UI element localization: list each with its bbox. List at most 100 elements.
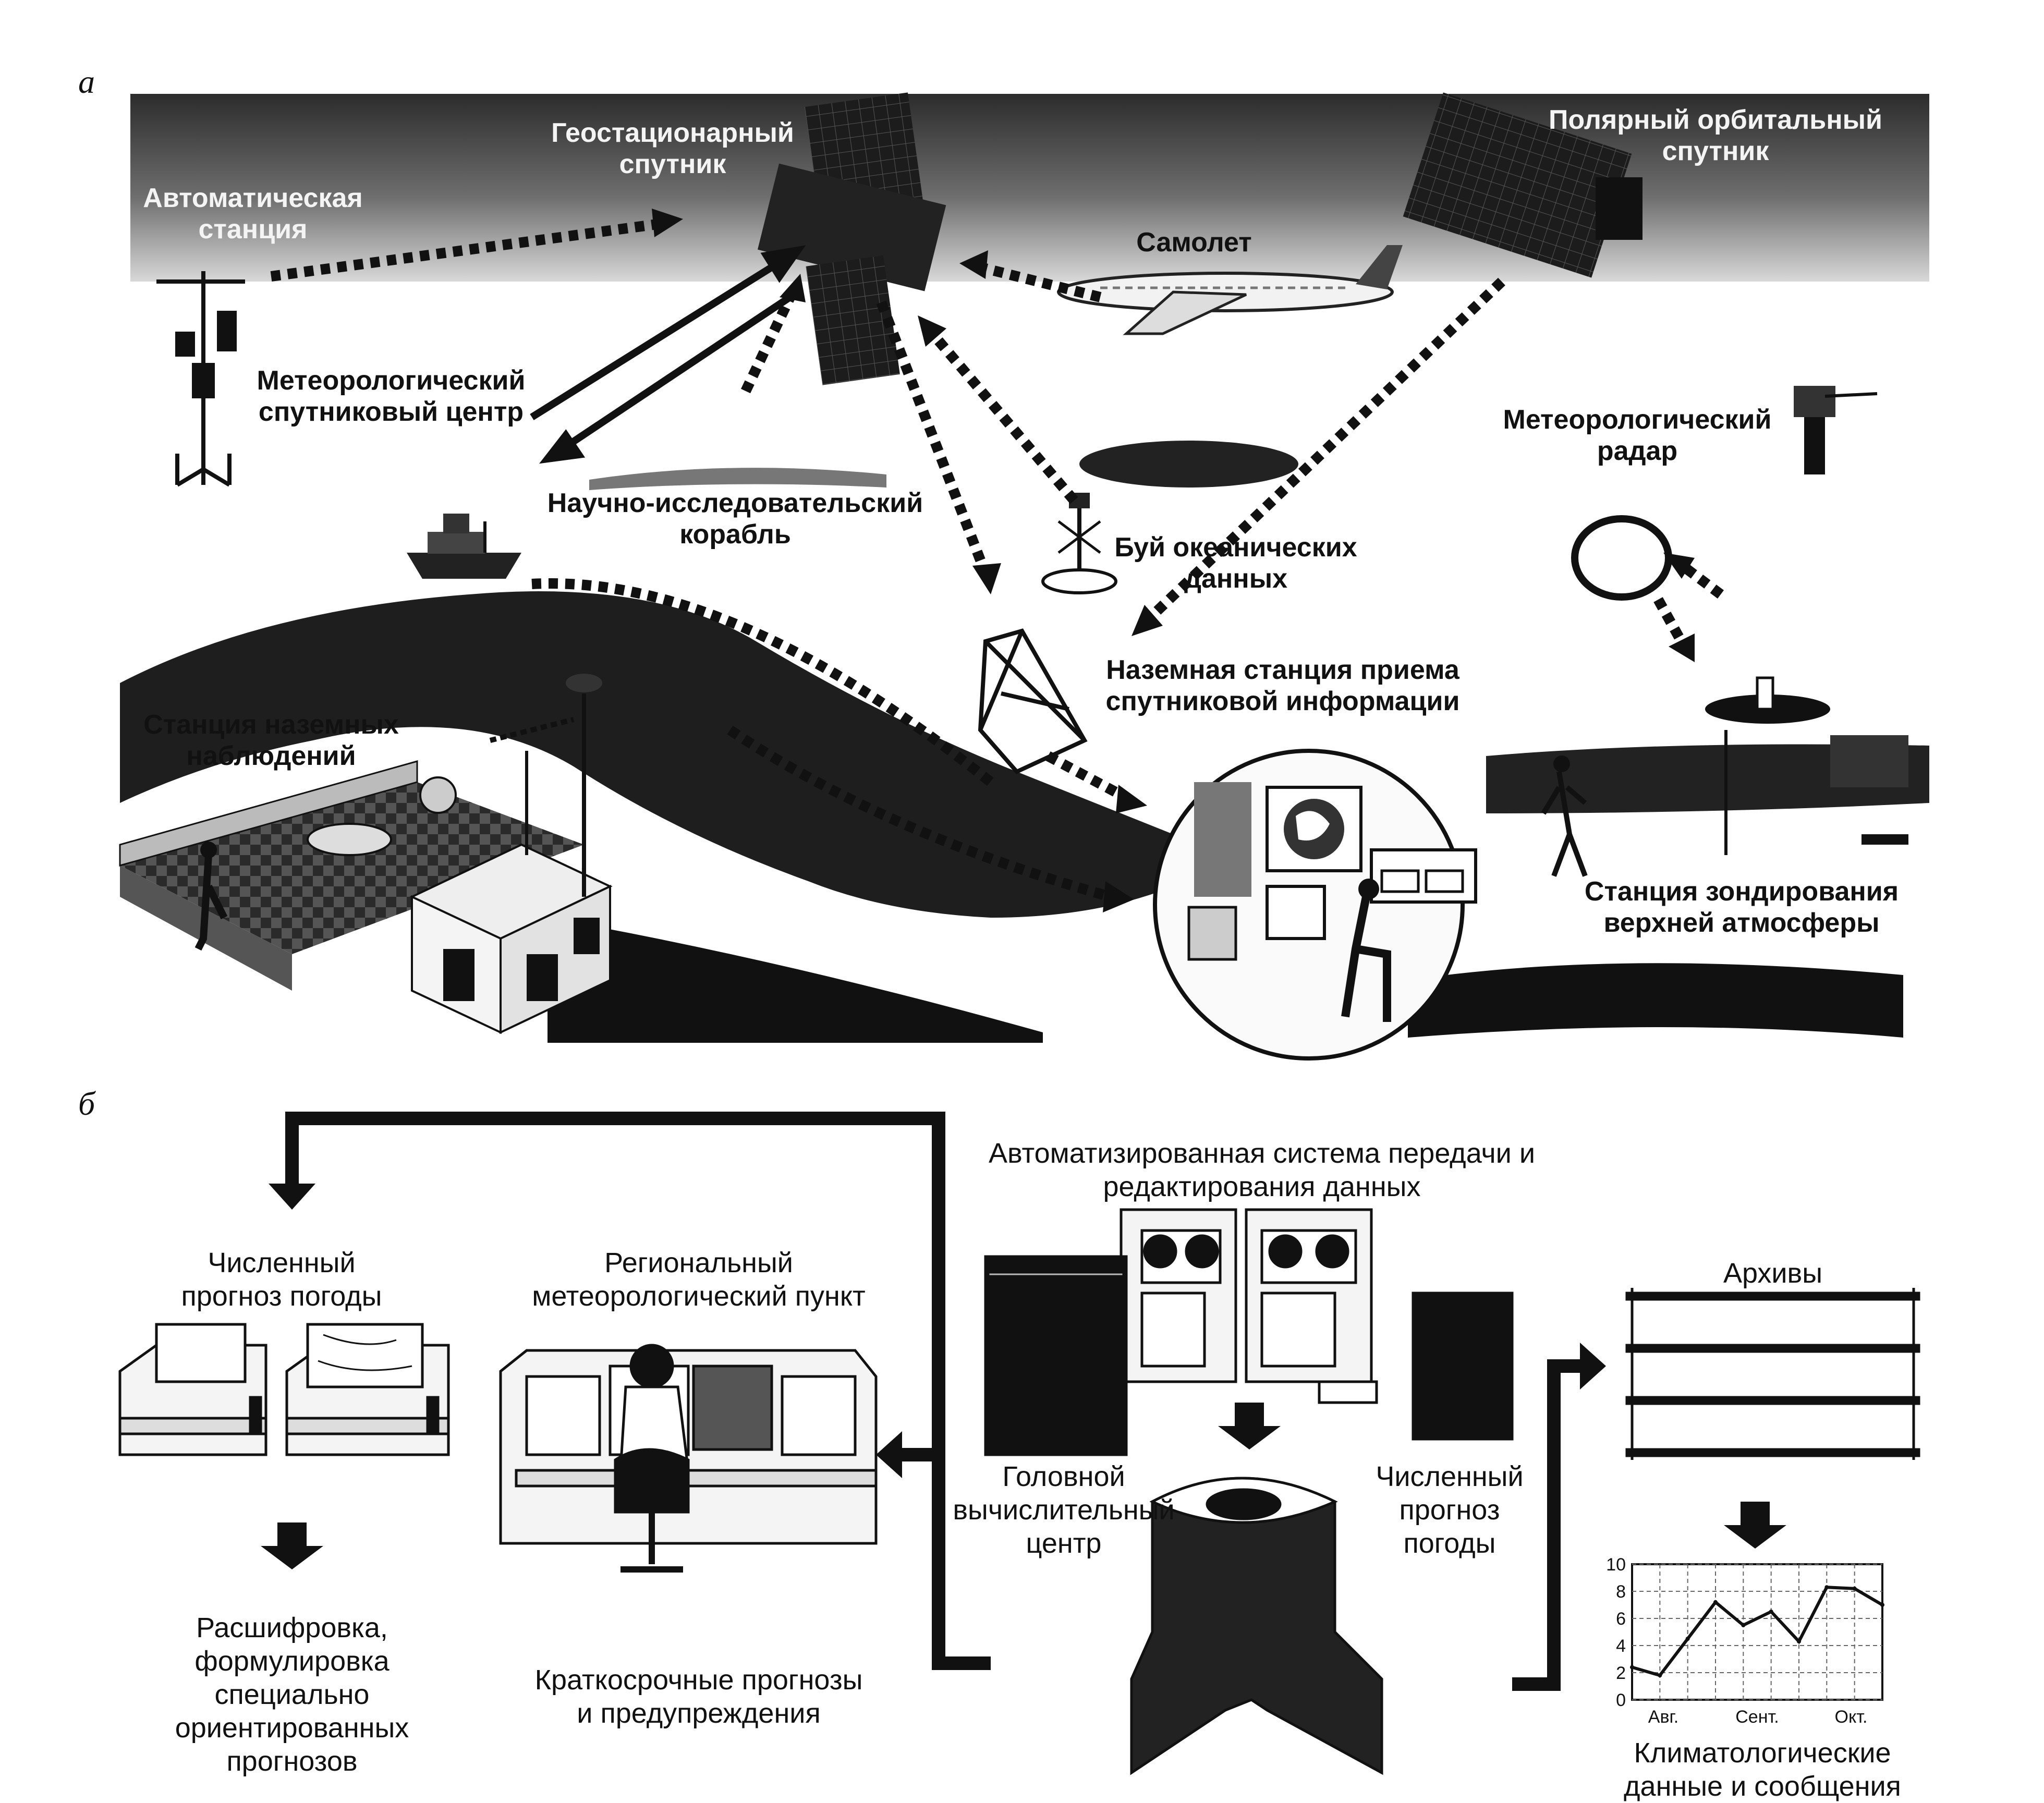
- chart-point: [1824, 1585, 1829, 1590]
- chart-point: [1630, 1665, 1634, 1670]
- label-line: и предупреждения: [577, 1698, 821, 1729]
- arrow-heads: [652, 209, 1695, 912]
- label-nwp-left: Численный прогноз погоды: [125, 1246, 438, 1313]
- landmass: [120, 591, 1173, 918]
- label-line: Полярный орбитальный: [1549, 105, 1882, 135]
- label-line: ориентированных: [175, 1712, 409, 1744]
- label-line: радар: [1597, 436, 1678, 466]
- foreground-terrain: [548, 918, 1903, 1043]
- workstation-icon: [499, 1344, 878, 1573]
- label-weather-radar: Метеорологический радар: [1486, 404, 1789, 467]
- label-line: Станция наземных: [143, 710, 399, 740]
- label-line: Автоматическая: [143, 183, 363, 213]
- ocean-buoy-icon: [1041, 493, 1117, 594]
- upper-air-station-icon: [1541, 676, 1908, 877]
- plotter-icons: [118, 1323, 450, 1456]
- label-line: Буй океанических: [1114, 532, 1357, 563]
- label-decoding: Расшифровка, формулировка специально ори…: [125, 1611, 459, 1778]
- distant-island: [1079, 441, 1298, 488]
- chart-x-tick-label: Авг.: [1648, 1707, 1678, 1727]
- label-line: Региональный: [604, 1247, 793, 1278]
- geostationary-satellite-icon: [757, 92, 946, 385]
- label-research-ship: Научно-исследовательский корабль: [521, 488, 949, 550]
- flow-lines: [285, 1112, 1585, 1691]
- label-line: редактирования данных: [1103, 1171, 1421, 1202]
- label-geostationary-satellite: Геостационарный спутник: [532, 117, 813, 180]
- distant-shoreline: [589, 468, 886, 490]
- chart-frame: [1631, 1563, 1883, 1701]
- chart-y-tick-label: 10: [1606, 1555, 1626, 1575]
- label-line: Метеорологический: [1503, 405, 1772, 435]
- label-line: прогнозов: [226, 1746, 358, 1777]
- data-center-circle: [1153, 749, 1477, 1061]
- archive-racks-icon: [1625, 1288, 1920, 1460]
- label-line: спутник: [1662, 136, 1769, 166]
- label-line: Расшифровка,: [196, 1612, 388, 1643]
- chart-point: [1769, 1610, 1773, 1614]
- label-line: верхней атмосферы: [1603, 908, 1880, 938]
- chart-point: [1852, 1586, 1857, 1591]
- chart-point: [1658, 1673, 1662, 1678]
- chart-y-tick-label: 8: [1616, 1582, 1626, 1602]
- mainframe-cabinets-icon: [984, 1208, 1514, 1456]
- chart-y-tick-label: 6: [1616, 1609, 1626, 1629]
- chart-point: [1685, 1637, 1690, 1641]
- chart-y-tick-label: 4: [1616, 1636, 1626, 1656]
- label-line: Головной: [1002, 1461, 1125, 1492]
- label-line: прогноз погоды: [181, 1281, 382, 1312]
- solid-arrows: [530, 245, 806, 464]
- label-line: Научно-исследовательский: [547, 488, 923, 518]
- label-line: Климатологические: [1634, 1737, 1891, 1769]
- chart-x-tick-label: Сент.: [1735, 1707, 1779, 1727]
- chart-series-line: [1632, 1586, 1883, 1677]
- label-line: спутниковой информации: [1105, 686, 1460, 716]
- chart-y-tick-label: 2: [1616, 1663, 1626, 1683]
- label-line: погоды: [1403, 1528, 1496, 1559]
- flow-arrow-heads: [261, 1184, 1786, 1569]
- label-line: Краткосрочные прогнозы: [534, 1664, 863, 1696]
- chart-x-tick-label: Окт.: [1835, 1707, 1868, 1727]
- supercomputer-icon: [1130, 1477, 1383, 1775]
- label-line: станция: [198, 214, 308, 245]
- label-line: Станция зондирования: [1584, 876, 1899, 907]
- label-line: спутниковый центр: [258, 397, 524, 427]
- polar-satellite-icon: [1403, 92, 1642, 278]
- label-line: данных: [1184, 564, 1288, 594]
- label-airplane: Самолет: [1136, 227, 1252, 258]
- label-line: Наземная станция приема: [1106, 655, 1459, 685]
- label-gts: Автоматизированная система передачи и ре…: [928, 1137, 1596, 1203]
- label-line: наблюдений: [186, 741, 356, 771]
- label-nwp-right: Численный прогноз погоды: [1345, 1460, 1554, 1560]
- label-line: данные и сообщения: [1624, 1771, 1901, 1802]
- panel-b-letter: б: [78, 1085, 95, 1122]
- label-line: Автоматизированная система передачи и: [988, 1138, 1536, 1169]
- label-polar-satellite: Полярный орбитальный спутник: [1528, 104, 1903, 167]
- panel-a-illustration: [119, 92, 1929, 1061]
- surface-station-icon: [119, 674, 613, 1034]
- label-line: Численный: [208, 1247, 356, 1278]
- label-line: спутник: [619, 149, 726, 179]
- label-ground-receiving-station: Наземная станция приема спутниковой инфо…: [1079, 654, 1486, 717]
- label-archives: Архивы: [1723, 1258, 1823, 1289]
- label-line: корабль: [679, 519, 791, 550]
- label-line: специально: [214, 1679, 370, 1710]
- label-satellite-center: Метеорологический спутниковый центр: [229, 365, 553, 428]
- label-line: центр: [1026, 1528, 1102, 1559]
- chart-y-tick-label: 0: [1616, 1690, 1626, 1710]
- panel-a-letter: а: [78, 63, 95, 100]
- right-landmass: [1486, 744, 1929, 813]
- label-line: вычислительный: [953, 1494, 1175, 1526]
- label-line: Метеорологический: [257, 366, 526, 396]
- radar-icon: [1794, 386, 1878, 474]
- label-line: Геостационарный: [551, 118, 794, 148]
- chart-point: [1713, 1600, 1718, 1604]
- chart-point: [1880, 1603, 1884, 1607]
- label-ocean-buoy: Буй океанических данных: [1090, 532, 1382, 594]
- label-line: метеорологический пункт: [532, 1281, 866, 1312]
- automatic-station-icon: [156, 271, 245, 487]
- label-upper-air-station: Станция зондирования верхней атмосферы: [1564, 876, 1919, 939]
- label-line: Численный: [1376, 1461, 1524, 1492]
- label-regional-center: Региональный метеорологический пункт: [495, 1246, 902, 1313]
